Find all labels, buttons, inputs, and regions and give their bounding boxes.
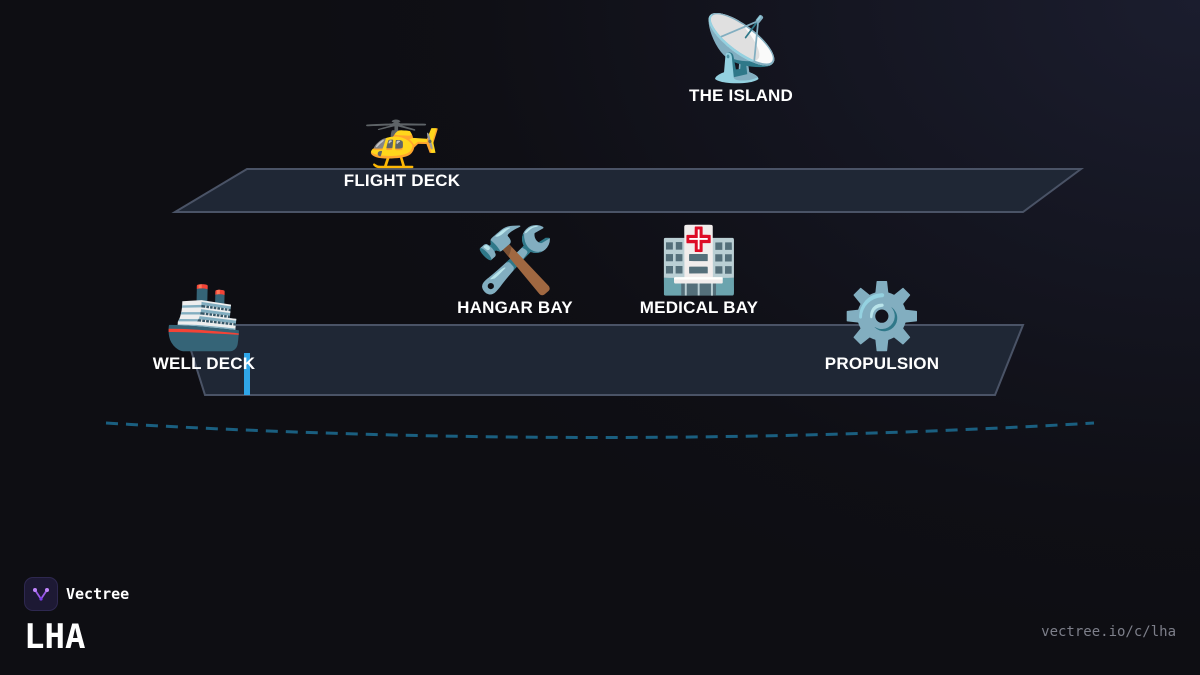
node-label: HANGAR BAY (457, 298, 573, 317)
node-medical-bay: 🏥 MEDICAL BAY (589, 224, 809, 318)
helicopter-icon: 🚁 (362, 97, 442, 169)
hammer-wrench-icon: 🛠️ (475, 224, 555, 296)
waterline (105, 421, 1095, 439)
well-deck-marker (244, 353, 250, 395)
flight-deck-plane (171, 168, 1085, 213)
hospital-icon: 🏥 (659, 224, 739, 296)
node-the-island: 📡 THE ISLAND (631, 12, 851, 106)
brand-name[interactable]: Vectree (66, 585, 130, 603)
vectree-logo-icon[interactable] (24, 577, 58, 611)
page-title: LHA (24, 617, 86, 657)
node-label: PROPULSION (824, 354, 940, 373)
node-label: FLIGHT DECK (343, 171, 461, 190)
node-flight-deck: 🚁 FLIGHT DECK (292, 97, 512, 191)
satellite-dish-icon: 📡 (701, 12, 781, 84)
lower-hull-plane (181, 324, 1025, 396)
gear-icon: ⚙️ (842, 280, 922, 352)
node-propulsion: ⚙️ PROPULSION (772, 280, 992, 374)
source-url-link[interactable]: vectree.io/c/lha (1041, 624, 1176, 640)
brand-block: Vectree LHA (24, 577, 129, 657)
ship-icon: 🚢 (164, 280, 244, 352)
node-label: THE ISLAND (689, 86, 793, 105)
node-label: WELL DECK (152, 354, 256, 373)
node-hangar-bay: 🛠️ HANGAR BAY (405, 224, 625, 318)
node-well-deck: 🚢 WELL DECK (94, 280, 314, 374)
node-label: MEDICAL BAY (639, 298, 759, 317)
